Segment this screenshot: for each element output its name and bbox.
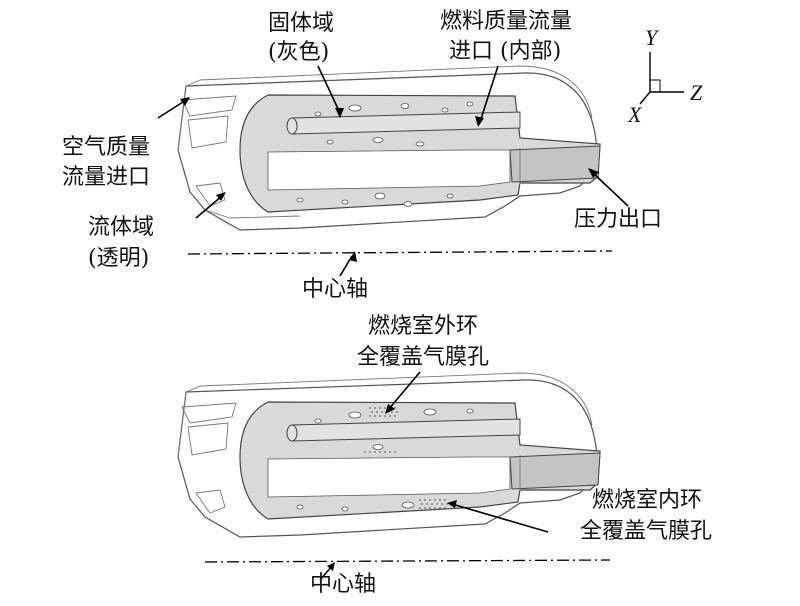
top-centerline	[187, 250, 613, 255]
axis-x-label: X	[627, 102, 643, 127]
fluid-domain-label-line2: (透明)	[88, 246, 149, 271]
axis-z-label: Z	[690, 80, 703, 105]
fluid-domain-label-line1: 流体域	[88, 215, 154, 240]
axis-y-label: Y	[645, 25, 660, 50]
outer-film-label-line1: 燃烧室外环	[368, 314, 478, 339]
leader-lines	[157, 65, 629, 581]
outer-film-label-line2: 全覆盖气膜孔	[357, 345, 489, 370]
center-axis-label-bottom: 中心轴	[310, 572, 376, 597]
top-model	[177, 65, 601, 231]
fuel-inlet-label-line2: 进口 (内部)	[449, 39, 561, 64]
inner-film-label-line2: 全覆盖气膜孔	[580, 519, 712, 544]
inner-film-label-line1: 燃烧室内环	[592, 488, 702, 513]
bottom-centerline	[204, 559, 611, 563]
coordinate-axes: Y Z X	[627, 25, 703, 127]
fuel-inlet-label-line1: 燃料质量流量	[440, 9, 572, 34]
solid-domain-label-line2: (灰色)	[268, 40, 329, 65]
bottom-liner-holes	[296, 408, 474, 512]
top-liner-holes	[296, 101, 474, 207]
pressure-outlet-label: 压力出口	[574, 207, 662, 232]
air-inlet-label-line2: 流量进口	[62, 165, 150, 190]
center-axis-label-top: 中心轴	[302, 277, 368, 302]
air-inlet-label-line1: 空气质量	[62, 135, 150, 160]
inner-film-hole-patch	[419, 499, 448, 509]
annotation-labels: 固体域 (灰色) 燃料质量流量 进口 (内部) 空气质量 流量进口 流体域 (透…	[62, 9, 712, 597]
bottom-model	[177, 372, 601, 538]
solid-domain-label-line1: 固体域	[268, 11, 334, 36]
